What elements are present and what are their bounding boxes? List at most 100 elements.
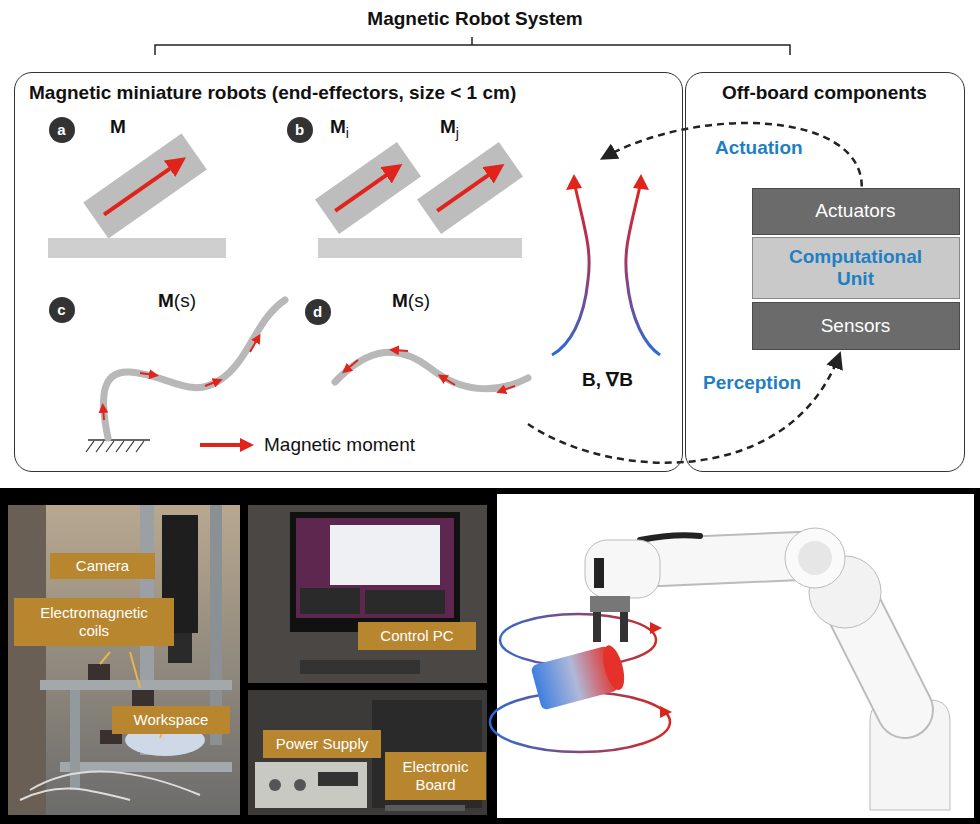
lab-setup-photo-part	[132, 690, 154, 706]
photo-tag: Power Supply	[263, 730, 381, 758]
dashed-connector	[528, 355, 840, 463]
robot-arm	[490, 528, 950, 810]
rigid-robots-b-part	[318, 238, 522, 258]
robot-arm-part	[798, 541, 832, 575]
box-text: c	[57, 301, 65, 318]
box-text: Sensors	[821, 315, 891, 337]
component-box: Sensors	[752, 302, 960, 350]
control-pc-photo	[248, 505, 487, 683]
lab-setup-photo-part	[88, 664, 110, 680]
edge-label: Perception	[700, 372, 804, 394]
photo-tag: Workspace	[112, 706, 230, 734]
box-text: Electromagnetic coils	[32, 604, 157, 640]
rigid-robots-b-part-part	[315, 142, 421, 234]
rigid-robot-a-part	[83, 134, 207, 239]
panel-heading: Off-board components	[722, 82, 927, 104]
tethered-filament-c-part	[103, 408, 104, 420]
symbol-label: B, ∇B	[582, 368, 633, 391]
free-filament-d-part	[394, 350, 408, 351]
lab-setup-photo-part	[60, 762, 232, 772]
photo-tag: Electronic Board	[385, 752, 486, 800]
tethered-filament-c	[86, 300, 285, 452]
robot-arm-part	[594, 558, 604, 588]
panel-letter: b	[287, 117, 313, 143]
lab-setup-photo	[8, 505, 240, 815]
power-supply-photo-part	[318, 772, 358, 786]
rigid-robots-b-part	[315, 142, 421, 234]
robot-arm-part	[585, 540, 660, 598]
free-filament-d	[335, 350, 528, 391]
robot-arm-part	[650, 622, 662, 634]
control-pc-photo-part	[296, 518, 454, 618]
lab-setup-photo-part	[40, 680, 232, 690]
field-lines-part	[626, 186, 660, 355]
rigid-robot-a	[48, 134, 226, 258]
power-supply-photo-part	[255, 762, 367, 808]
rigid-robots-b-part-part	[437, 170, 496, 211]
offboard-panel: Off-board componentsActuatorsComputation…	[685, 72, 965, 472]
field-lines	[552, 174, 660, 355]
box-text: Computational Unit	[781, 246, 931, 290]
robot-arm-part	[640, 535, 700, 540]
box-text: Electronic Board	[393, 758, 478, 794]
legend-text: Magnetic moment	[264, 434, 415, 456]
symbol-label: Mj	[440, 116, 459, 141]
symbol-label: M	[110, 116, 126, 138]
power-supply-photo-part	[269, 779, 281, 791]
photo-tag: Camera	[50, 553, 155, 579]
control-pc-photo-part	[365, 590, 445, 614]
field-lines-part	[566, 174, 582, 190]
photo-frame	[0, 488, 980, 824]
robot-arm-part	[620, 612, 628, 642]
robot-arm-part	[660, 556, 800, 562]
edge-label: Actuation	[712, 137, 806, 159]
component-box: Actuators	[752, 188, 960, 235]
field-lines-part	[552, 186, 589, 355]
robot-arm-part	[590, 596, 630, 612]
box-text: a	[57, 121, 65, 138]
panel-letter: c	[49, 297, 75, 323]
rigid-robots-b-part	[417, 142, 523, 234]
robot-arm-part	[530, 643, 628, 710]
rigid-robots-b	[315, 142, 523, 258]
box-text: Camera	[76, 557, 129, 575]
rigid-robots-b-part-part	[417, 142, 523, 234]
free-filament-d-part	[346, 360, 358, 370]
control-pc-photo-part	[300, 588, 360, 614]
control-pc-photo-part	[290, 512, 460, 632]
lab-setup-photo-part	[8, 505, 46, 815]
panel-letter: d	[305, 299, 331, 325]
component-box: Computational Unit	[752, 237, 960, 299]
tethered-filament-c-part	[250, 338, 258, 352]
box-text: Actuators	[815, 200, 895, 222]
free-filament-d-part	[335, 352, 528, 389]
rigid-robot-a-part	[48, 238, 226, 258]
control-pc-photo-part	[330, 525, 440, 585]
tethered-filament-c-part	[86, 441, 144, 452]
power-supply-photo	[248, 690, 487, 815]
system-bracket-part	[471, 37, 473, 45]
free-filament-d-part	[442, 377, 455, 385]
photo-tag: Control PC	[358, 622, 476, 650]
legend-item: Magnetic moment	[198, 434, 415, 456]
rigid-robot-a-part-part	[83, 134, 207, 239]
symbol-label: M(s)	[158, 290, 196, 312]
lab-setup-photo-part	[20, 771, 200, 800]
control-pc-photo-part	[248, 505, 487, 683]
tethered-filament-c-part	[140, 373, 154, 375]
free-filament-d-part	[501, 386, 515, 391]
power-supply-photo-part	[385, 805, 465, 811]
robot-arm-part-part	[599, 643, 628, 692]
system-bracket	[155, 37, 790, 55]
robot-arm-part	[490, 692, 670, 752]
box-text: Control PC	[380, 627, 453, 645]
photo-frame-part	[497, 494, 974, 818]
box-text: Workspace	[134, 711, 209, 729]
symbol-label: M(s)	[392, 290, 430, 312]
rigid-robot-a-part-part	[104, 163, 178, 215]
field-lines-part	[633, 174, 649, 190]
power-supply-photo-part	[248, 690, 487, 815]
panel-heading: Magnetic miniature robots (end-effectors…	[29, 82, 516, 104]
